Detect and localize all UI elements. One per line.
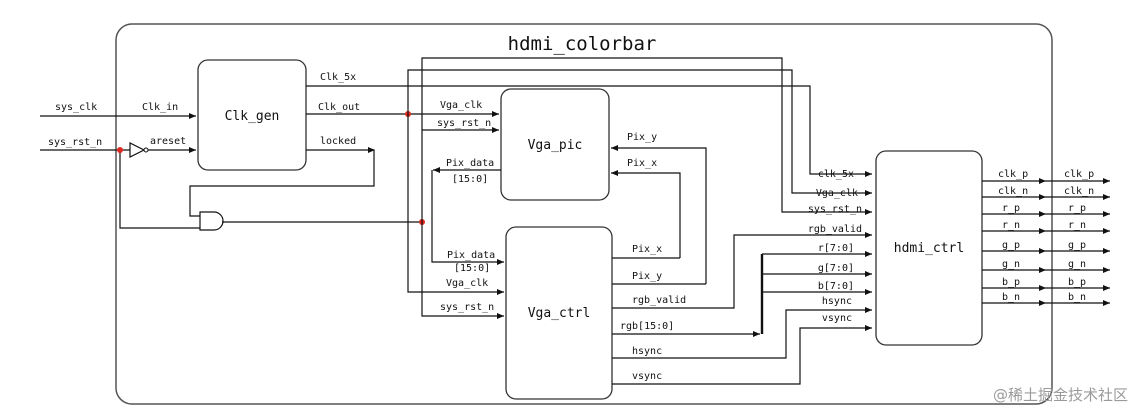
hdmi-outputs xyxy=(982,178,1110,306)
locked-wire xyxy=(189,149,375,217)
hdmi-out-clk-p-outer: clk_p xyxy=(1064,169,1094,180)
vga-ctrl-label: Vga_ctrl xyxy=(528,306,591,321)
input-sys-rst-n-label: sys_rst_n xyxy=(48,137,102,148)
hsync-wire xyxy=(612,307,872,359)
vga-ctrl-vga-clk-port: Vga_clk xyxy=(446,278,488,289)
hdmi-out-clk-n-outer: clk_n xyxy=(1064,186,1094,197)
hdmi-in-g: g[7:0] xyxy=(818,263,854,274)
vga-pic-pix-data-width: [15:0] xyxy=(452,174,488,185)
hdmi-in-b: b[7:0] xyxy=(818,281,854,292)
vga-ctrl-rgb-valid-port: rgb_valid xyxy=(632,295,686,306)
hdmi-out-g-n-inner: g_n xyxy=(1002,259,1020,270)
hdmi-out-r-p-inner: r_p xyxy=(1002,203,1020,214)
watermark-text: @稀土掘金技术社区 xyxy=(993,386,1128,404)
vga-clk-to-ctrl-wire xyxy=(407,114,504,295)
rst-to-and-wire xyxy=(119,150,200,229)
vga-ctrl-block xyxy=(505,226,613,400)
vga-pic-pix-x-port: Pix_x xyxy=(627,158,657,169)
vga-pic-vga-clk-port: Vga_clk xyxy=(440,100,482,111)
pix-y-wire xyxy=(611,145,707,284)
clk-5x-port: Clk_5x xyxy=(320,72,356,83)
pix-x-wire xyxy=(611,170,681,258)
hdmi-out-g-n-outer: g_n xyxy=(1068,259,1086,270)
hdmi-out-b-n-outer: b_n xyxy=(1068,292,1086,303)
vga-ctrl-pix-data-port: Pix_data xyxy=(447,250,495,261)
vga-ctrl-hsync-port: hsync xyxy=(632,346,662,357)
vga-ctrl-pix-y-port: Pix_y xyxy=(632,271,662,282)
inverter-symbol xyxy=(129,142,146,158)
hdmi-out-g-p-outer: g_p xyxy=(1068,240,1086,251)
vga-pic-pix-y-port: Pix_y xyxy=(627,132,657,143)
hdmi-out-b-p-inner: b_p xyxy=(1002,277,1020,288)
vga-pic-pix-data-port: Pix_data xyxy=(446,158,494,169)
vga-ctrl-rgb-port: rgb[15:0] xyxy=(620,321,674,332)
hdmi-in-hsync: hsync xyxy=(822,296,852,307)
clk-out-port: Clk_out xyxy=(318,102,360,113)
vga-pic-block xyxy=(500,88,610,201)
hdmi-in-rgb-valid: rgb_valid xyxy=(808,224,862,235)
hdmi-out-b-p-outer: b_p xyxy=(1068,277,1086,288)
hdmi-out-g-p-inner: g_p xyxy=(1002,240,1020,251)
hdmi-out-clk-p-inner: clk_p xyxy=(998,169,1028,180)
and-gate-symbol xyxy=(199,211,224,231)
vga-ctrl-pix-data-width: [15:0] xyxy=(454,263,490,274)
vga-ctrl-rst-port: sys_rst_n xyxy=(440,302,494,313)
hdmi-out-clk-n-inner: clk_n xyxy=(998,186,1028,197)
rst-to-hdmi-wire xyxy=(421,57,872,215)
clk-5x-wire xyxy=(306,85,872,177)
hdmi-out-b-n-inner: b_n xyxy=(1002,292,1020,303)
pix-data-to-ctrl-wire xyxy=(431,170,504,265)
vga-clk-to-hdmi-wire xyxy=(407,69,872,196)
hdmi-in-clk-5x: clk_5x xyxy=(818,169,854,180)
locked-port: locked xyxy=(320,136,356,147)
hdmi-ctrl-label: hdmi_ctrl xyxy=(894,241,964,256)
hdmi-in-vga-clk: Vga_clk xyxy=(816,188,858,199)
vga-ctrl-vsync-port: vsync xyxy=(632,371,662,382)
clk-gen-label: Clk_gen xyxy=(225,109,280,124)
hdmi-in-sys-rst-n: sys_rst_n xyxy=(808,204,862,215)
vsync-wire xyxy=(612,325,872,385)
clk-gen-block xyxy=(197,59,307,171)
hdmi-in-vsync: vsync xyxy=(822,313,852,324)
rgb-valid-wire xyxy=(612,232,872,309)
vga-ctrl-pix-x-port: Pix_x xyxy=(632,244,662,255)
inverter-bubble xyxy=(143,147,149,153)
areset-port: areset xyxy=(150,136,186,147)
rst-junction-dot xyxy=(117,147,123,153)
hdmi-in-r: r[7:0] xyxy=(818,243,854,254)
input-sys-clk-label: sys_clk xyxy=(55,102,97,113)
hdmi-out-r-p-outer: r_p xyxy=(1068,203,1086,214)
vga-pic-label: Vga_pic xyxy=(528,138,583,153)
vga-pic-rst-port: sys_rst_n xyxy=(437,118,491,129)
clk-in-port: Clk_in xyxy=(142,102,178,113)
rst-to-ctrl-wire xyxy=(421,222,504,319)
module-title: hdmi_colorbar xyxy=(508,33,657,55)
hdmi-ctrl-block xyxy=(875,150,983,346)
hdmi-out-r-n-outer: r_n xyxy=(1068,220,1086,231)
hdmi-out-r-n-inner: r_n xyxy=(1002,220,1020,231)
